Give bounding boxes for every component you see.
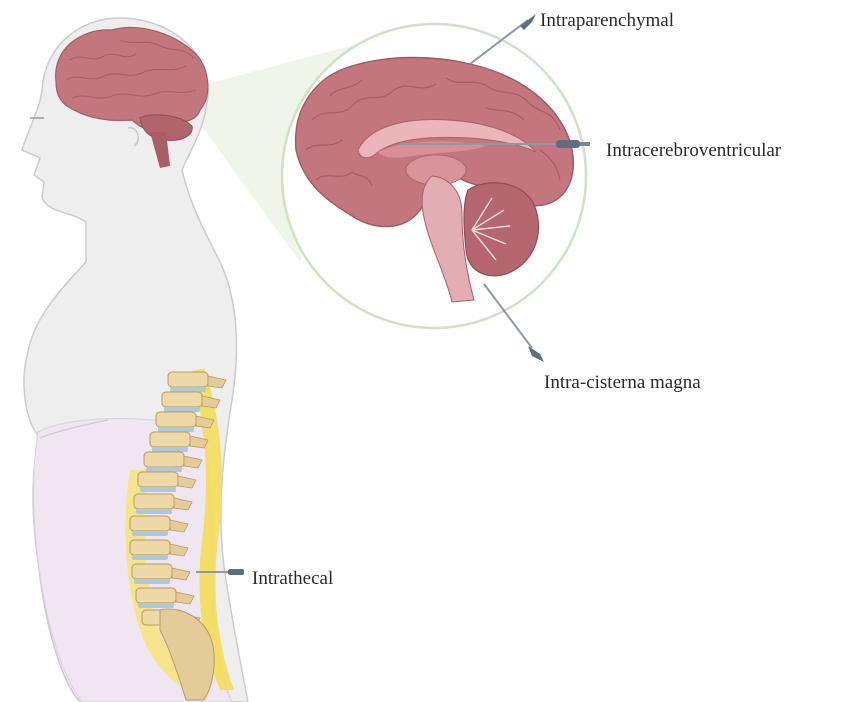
vertebra <box>130 516 170 531</box>
label-intrathecal: Intrathecal <box>252 568 333 589</box>
vertebra <box>144 452 184 467</box>
intervertebral-disc <box>152 447 188 452</box>
needle-icon <box>556 140 580 148</box>
intervertebral-disc <box>136 509 172 514</box>
vertebra <box>150 432 190 447</box>
needle-icon <box>520 14 536 30</box>
vertebra <box>168 372 208 387</box>
intervertebral-disc <box>164 407 200 412</box>
intervertebral-disc <box>158 427 194 432</box>
brain-zoom-panel <box>282 24 586 328</box>
needle-plunger <box>580 142 590 146</box>
intervertebral-disc <box>132 555 168 560</box>
vertebra <box>130 540 170 555</box>
label-intracerebroventricular: Intracerebroventricular <box>606 140 782 161</box>
vertebra <box>156 412 196 427</box>
vertebra <box>162 392 202 407</box>
vertebra <box>138 472 178 487</box>
needle-icon <box>228 569 244 575</box>
vertebra <box>132 564 172 579</box>
intervertebral-disc <box>170 387 206 392</box>
intervertebral-disc <box>138 603 174 608</box>
label-intra-cisterna-magna: Intra-cisterna magna <box>544 372 701 393</box>
intervertebral-disc <box>132 531 168 536</box>
intervertebral-disc <box>140 487 176 492</box>
vertebra <box>136 588 176 603</box>
vertebra <box>134 494 174 509</box>
needle-icon <box>528 346 544 362</box>
intervertebral-disc <box>146 467 182 472</box>
label-intraparenchymal: Intraparenchymal <box>540 10 674 31</box>
intervertebral-disc <box>134 579 170 584</box>
